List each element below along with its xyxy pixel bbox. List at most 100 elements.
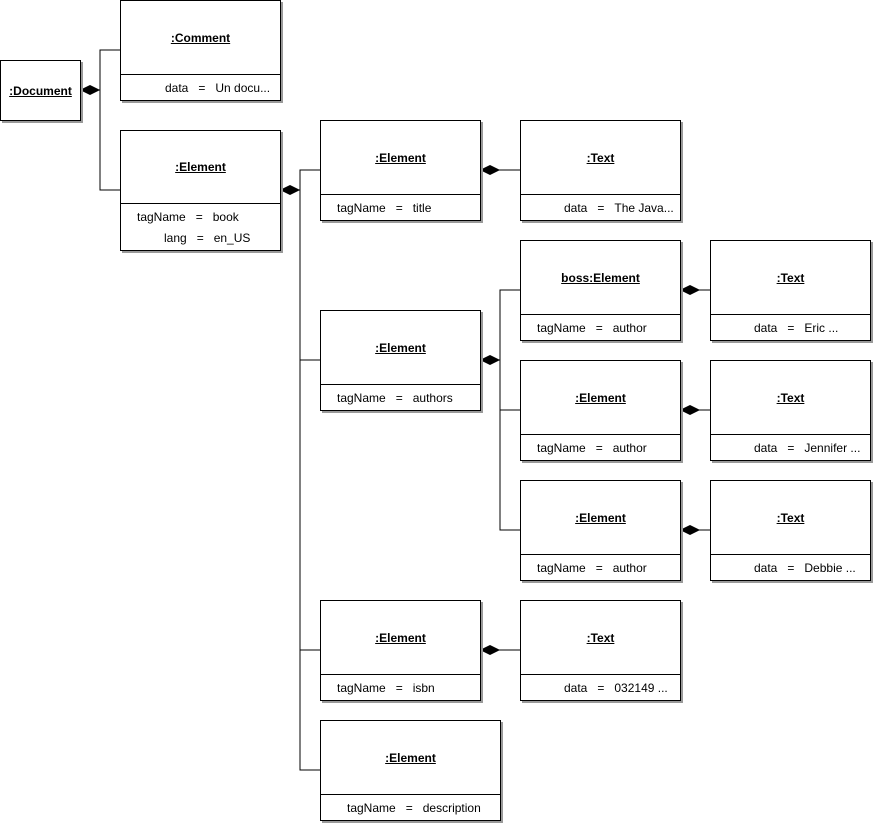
composition-diamond-author2 — [679, 404, 701, 416]
attribute-tagname: tagName=author — [537, 441, 647, 455]
equals-sign: = — [787, 321, 795, 335]
isbn-text-node[interactable]: :Text data=032149 ... — [520, 600, 681, 701]
attribute-value: title — [412, 201, 432, 215]
compartment-divider — [521, 554, 680, 555]
title-element-node[interactable]: :Element tagName=title — [320, 120, 481, 221]
attribute-tagname: tagName=book — [137, 210, 239, 224]
connector-authors-author3 — [499, 359, 520, 531]
node-name: :Text — [776, 511, 805, 525]
equals-sign: = — [787, 561, 795, 575]
attribute-value: The Java... — [614, 201, 674, 215]
connector-book-title — [299, 169, 320, 191]
attribute-data: data = Eric ... — [754, 321, 838, 335]
equals-sign: = — [196, 231, 204, 245]
composition-diamond-title — [479, 164, 501, 176]
isbn-element-node[interactable]: :Element tagName=isbn — [320, 600, 481, 701]
compartment-divider — [121, 203, 280, 204]
attribute-key: data — [564, 201, 588, 215]
author-text-node-2[interactable]: :Text data = Jennifer ... — [710, 360, 871, 461]
equals-sign: = — [597, 201, 605, 215]
document-node[interactable]: :Document — [0, 60, 81, 121]
connector-book-authors — [299, 189, 320, 361]
connector-document-book — [99, 89, 120, 191]
composition-diamond-book — [279, 184, 301, 196]
node-name: :Text — [776, 391, 805, 405]
compartment-divider — [711, 314, 870, 315]
attribute-value: Debbie ... — [804, 561, 856, 575]
connector-book-isbn — [299, 189, 320, 651]
attribute-data: data=Debbie ... — [754, 561, 856, 575]
equals-sign: = — [787, 441, 795, 455]
authors-element-node[interactable]: :Element tagName=authors — [320, 310, 481, 411]
equals-sign: = — [395, 391, 403, 405]
attribute-key: data — [754, 441, 778, 455]
attribute-key: tagName — [337, 391, 386, 405]
node-name: :Document — [9, 84, 72, 98]
attribute-key: data — [564, 681, 588, 695]
equals-sign: = — [195, 210, 203, 224]
compartment-divider — [711, 434, 870, 435]
connector-document-comment — [99, 49, 120, 91]
node-name: :Element — [375, 631, 426, 645]
compartment-divider — [321, 194, 480, 195]
node-name: :Element — [385, 751, 436, 765]
attribute-value: Eric ... — [804, 321, 839, 335]
title-text-node[interactable]: :Text data = The Java... — [520, 120, 681, 221]
attribute-key: data — [754, 321, 778, 335]
compartment-divider — [521, 674, 680, 675]
compartment-divider — [521, 314, 680, 315]
node-name: :Element — [175, 160, 226, 174]
attribute-key: tagName — [337, 201, 386, 215]
attribute-value: isbn — [412, 681, 435, 695]
node-name: :Text — [586, 151, 615, 165]
connector-authors-author1 — [499, 289, 520, 361]
attribute-data: data = Jennifer ... — [754, 441, 860, 455]
equals-sign: = — [395, 681, 403, 695]
author-text-node-1[interactable]: :Text data = Eric ... — [710, 240, 871, 341]
author-element-node-2[interactable]: :Element tagName=author — [520, 360, 681, 461]
attribute-value: en_US — [213, 231, 251, 245]
attribute-lang: lang=en_US — [164, 231, 250, 245]
composition-diamond-author3 — [679, 524, 701, 536]
composition-diamond-authors — [479, 354, 501, 366]
attribute-value: Jennifer ... — [804, 441, 861, 455]
equals-sign: = — [595, 561, 603, 575]
node-name: :Text — [586, 631, 615, 645]
compartment-divider — [521, 194, 680, 195]
composition-diamond-isbn — [479, 644, 501, 656]
compartment-divider — [521, 434, 680, 435]
compartment-divider — [321, 384, 480, 385]
node-name: :Element — [375, 151, 426, 165]
attribute-value: 032149 ... — [614, 681, 668, 695]
attribute-value: description — [422, 801, 481, 815]
connector-book-description — [299, 189, 320, 771]
node-name: :Comment — [170, 31, 231, 45]
attribute-data: data=032149 ... — [564, 681, 668, 695]
description-element-node[interactable]: :Element tagName=description — [320, 720, 501, 821]
node-name: :Text — [776, 271, 805, 285]
composition-diamond-document — [79, 84, 101, 96]
attribute-key: tagName — [347, 801, 396, 815]
book-element-node[interactable]: :Element tagName=book lang=en_US — [120, 130, 281, 251]
attribute-key: data — [165, 81, 189, 95]
author-text-node-3[interactable]: :Text data=Debbie ... — [710, 480, 871, 581]
author-element-node-3[interactable]: :Element tagName=author — [520, 480, 681, 581]
attribute-tagname: tagName=authors — [337, 391, 453, 405]
node-name: :Element — [575, 511, 626, 525]
node-name: boss:Element — [561, 271, 640, 285]
author-element-node-1[interactable]: boss:Element tagName=author — [520, 240, 681, 341]
attribute-key: tagName — [537, 561, 586, 575]
comment-node[interactable]: :Comment data=Un docu... — [120, 0, 281, 101]
composition-diamond-author1 — [679, 284, 701, 296]
equals-sign: = — [595, 321, 603, 335]
equals-sign: = — [198, 81, 206, 95]
attribute-tagname: tagName=description — [347, 801, 481, 815]
attribute-value: book — [212, 210, 239, 224]
attribute-tagname: tagName=isbn — [337, 681, 435, 695]
compartment-divider — [321, 794, 500, 795]
attribute-tagname: tagName=author — [537, 321, 647, 335]
attribute-value: author — [612, 441, 647, 455]
equals-sign: = — [595, 441, 603, 455]
attribute-tagname: tagName=author — [537, 561, 647, 575]
